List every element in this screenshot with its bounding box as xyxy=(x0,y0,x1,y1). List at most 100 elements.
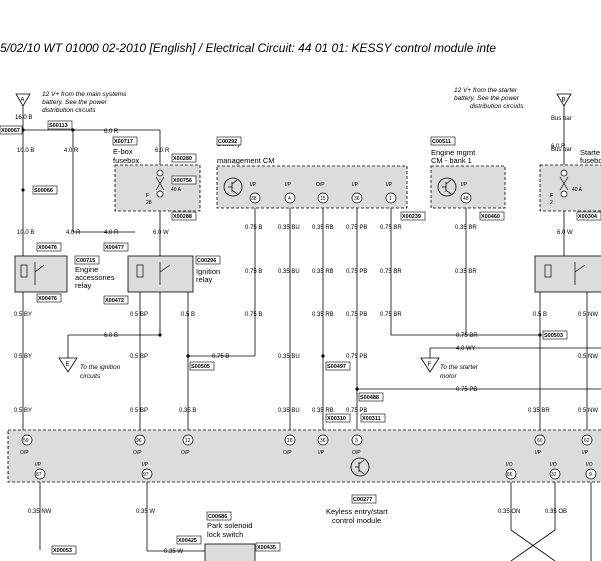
svg-text:15: 15 xyxy=(320,196,326,202)
svg-text:I/P: I/P xyxy=(142,462,149,468)
connector-tag: X00717 xyxy=(112,136,138,146)
fuse-f2-name: F xyxy=(550,193,553,199)
transistor-icon-2 xyxy=(437,177,457,197)
svg-text:S00505: S00505 xyxy=(191,364,210,370)
fuse-f2-num: 2 xyxy=(550,200,553,206)
svg-text:12 V+ from the main systems: 12 V+ from the main systems xyxy=(42,91,127,98)
connector-tag: X00311 xyxy=(360,413,386,423)
svg-text:I/P: I/P xyxy=(318,450,325,456)
svg-text:battery. See the power: battery. See the power xyxy=(454,95,520,102)
svg-text:C00277: C00277 xyxy=(353,497,372,503)
svg-text:0.5 BP: 0.5 BP xyxy=(130,408,148,414)
svg-text:0.5 B: 0.5 B xyxy=(533,312,547,318)
svg-text:0.75 PB: 0.75 PB xyxy=(346,312,367,318)
ign-relay-label-1: Ignition xyxy=(196,267,220,276)
connector-tag: S00488 xyxy=(358,392,384,402)
svg-text:0.35 BR: 0.35 BR xyxy=(455,269,477,275)
engine-accessories-relay xyxy=(14,255,68,293)
svg-text:X00477: X00477 xyxy=(105,245,124,251)
svg-text:distribution circuits: distribution circuits xyxy=(42,107,96,114)
engine-cm-label-1: Engine mgmt xyxy=(431,148,476,157)
wires xyxy=(22,106,601,561)
eng-acc-relay-label-1: Engine xyxy=(75,265,98,274)
svg-text:6.0 R: 6.0 R xyxy=(551,144,566,150)
connector-tag: S00497 xyxy=(325,361,351,371)
svg-text:X00472: X00472 xyxy=(105,298,124,304)
svg-text:I/P: I/P xyxy=(461,182,468,188)
svg-text:0.35 B: 0.35 B xyxy=(179,408,196,414)
relay-coil-icon-3 xyxy=(544,262,586,285)
connector-tag: X00476 xyxy=(36,242,62,252)
svg-text:S00488: S00488 xyxy=(360,395,379,401)
kessy-control-module xyxy=(7,429,601,483)
connector-tag: X00053 xyxy=(51,545,77,555)
pin-numbers: 38 4 15 36 1 48 59 96 12 18 36 3 60 62 8… xyxy=(23,196,592,478)
svg-text:0.35 BR: 0.35 BR xyxy=(455,225,477,231)
svg-text:X00717: X00717 xyxy=(114,139,133,145)
kessy-label-1: Keyless entry/start xyxy=(326,507,389,516)
svg-text:X00239: X00239 xyxy=(402,214,421,220)
svg-text:6.0 W: 6.0 W xyxy=(557,230,573,236)
svg-text:I/P: I/P xyxy=(582,450,589,456)
fuse-f28-name: F xyxy=(146,193,149,199)
svg-text:0.5 NW: 0.5 NW xyxy=(578,408,598,414)
bus-bar-label-2: Bus bar xyxy=(551,147,572,153)
svg-text:0.5 BY: 0.5 BY xyxy=(14,408,32,414)
svg-text:0.35 OB: 0.35 OB xyxy=(545,509,567,515)
svg-text:0.75 PB: 0.75 PB xyxy=(346,225,367,231)
svg-text:0.35 RB: 0.35 RB xyxy=(312,269,334,275)
svg-text:6.0 B: 6.0 B xyxy=(104,333,118,339)
connector-tag: C00277 xyxy=(351,494,377,504)
svg-text:0.35 ON: 0.35 ON xyxy=(498,509,520,515)
starter-fusebox xyxy=(539,164,601,212)
svg-text:O/P: O/P xyxy=(181,450,190,456)
svg-text:0.5 NW: 0.5 NW xyxy=(578,354,598,360)
svg-text:0.75 BR: 0.75 BR xyxy=(456,333,478,339)
connector-tag: X00477 xyxy=(103,242,129,252)
park-solenoid-lock-switch xyxy=(204,543,256,561)
svg-text:O/P: O/P xyxy=(283,450,292,456)
connector-tag: X00310 xyxy=(325,413,351,423)
svg-text:X00310: X00310 xyxy=(327,416,346,422)
svg-text:X00053: X00053 xyxy=(53,548,72,554)
power-source-b-note: 12 V+ from the starter battery. See the … xyxy=(454,87,524,110)
power-source-a-note: 12 V+ from the main systems battery. See… xyxy=(42,91,127,114)
svg-text:36: 36 xyxy=(320,438,326,444)
svg-text:F: F xyxy=(428,362,432,368)
svg-text:To the ignition: To the ignition xyxy=(80,364,121,371)
svg-text:48: 48 xyxy=(463,196,469,202)
svg-text:32: 32 xyxy=(551,472,557,478)
starter-fusebox-label-1: Starte xyxy=(580,148,600,157)
svg-text:0.75 BR: 0.75 BR xyxy=(380,269,402,275)
svg-text:S00497: S00497 xyxy=(327,364,346,370)
svg-text:3: 3 xyxy=(355,438,358,444)
svg-text:0.35 RB: 0.35 RB xyxy=(312,312,334,318)
svg-text:10.0 B: 10.0 B xyxy=(17,230,34,236)
wire-labels: 16.0 B 10.0 B 10.0 B 6.0 R 6.0 R 4.0 R 4… xyxy=(14,115,598,555)
ignition-relay xyxy=(127,255,194,293)
svg-text:X00280: X00280 xyxy=(173,156,192,162)
svg-text:X00476: X00476 xyxy=(38,296,57,302)
power-source-b: B xyxy=(556,93,572,107)
svg-text:60: 60 xyxy=(537,438,543,444)
splice-dots xyxy=(21,128,542,391)
connector-tag: X00472 xyxy=(103,295,129,305)
relay-coil-icon-2 xyxy=(136,262,171,285)
svg-text:0.75 PB: 0.75 PB xyxy=(346,354,367,360)
svg-text:C00292: C00292 xyxy=(218,139,237,145)
svg-text:6.0 R: 6.0 R xyxy=(155,148,170,154)
connector-tag: C00686 xyxy=(206,511,232,521)
svg-text:battery. See the power: battery. See the power xyxy=(42,99,108,106)
svg-text:S00066: S00066 xyxy=(34,188,53,194)
svg-text:0.75 B: 0.75 B xyxy=(245,225,262,231)
connector-tag: C00715 xyxy=(74,255,100,265)
svg-text:X00476: X00476 xyxy=(38,245,57,251)
svg-text:I/P: I/P xyxy=(535,450,542,456)
svg-text:circuits: circuits xyxy=(80,373,101,380)
svg-text:0.75 B: 0.75 B xyxy=(212,354,229,360)
connector-tag: X00476 xyxy=(36,293,62,303)
pin-type-labels: I/P I/P O/P I/P I/P I/P O/P O/P O/P O/P … xyxy=(20,182,593,468)
connector-tag: S00113 xyxy=(47,120,73,130)
svg-text:10.0 B: 10.0 B xyxy=(17,148,34,154)
svg-text:16.0 B: 16.0 B xyxy=(15,115,32,121)
